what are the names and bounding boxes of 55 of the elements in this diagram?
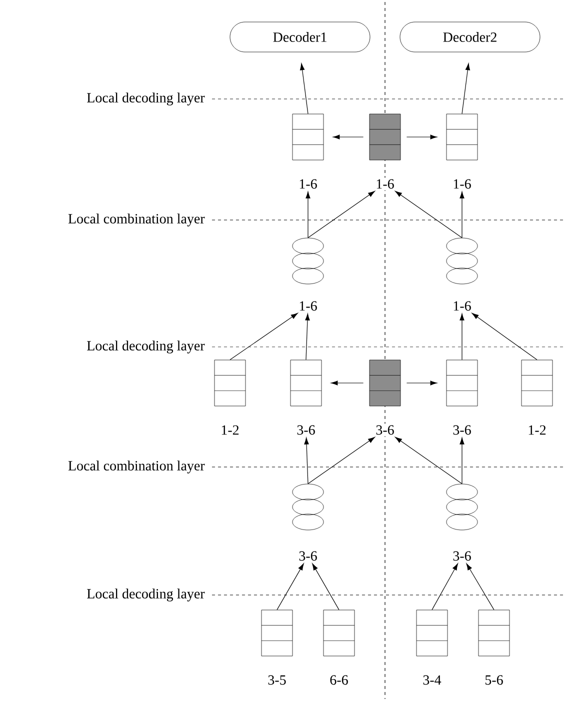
stack-box xyxy=(292,114,324,160)
layer-label: Local decoding layer xyxy=(87,92,205,106)
arrow xyxy=(306,192,310,238)
range-label: 1-6 xyxy=(451,300,473,312)
range-label: 3-6 xyxy=(295,424,317,436)
range-label: 6-6 xyxy=(330,675,348,685)
arrow xyxy=(395,190,462,238)
arrow xyxy=(308,190,375,238)
range-label: 3-6 xyxy=(451,424,473,436)
arrow xyxy=(462,63,470,114)
arrow xyxy=(460,438,464,484)
arrow xyxy=(432,563,458,610)
shaded-stack xyxy=(369,360,401,406)
arrow xyxy=(395,436,462,484)
range-label: 3-6 xyxy=(297,550,319,562)
arrow xyxy=(332,134,364,140)
ellipse-stack xyxy=(446,484,478,530)
decoder-box: Decoder2 xyxy=(400,22,540,52)
arrow xyxy=(305,314,310,360)
range-label: 3-6 xyxy=(451,550,473,562)
arrow xyxy=(406,380,438,386)
range-label: 3-6 xyxy=(374,424,396,436)
decoder-box: Decoder1 xyxy=(230,22,370,52)
layer-label: Local decoding layer xyxy=(87,340,205,354)
arrow xyxy=(276,563,304,610)
arrow xyxy=(406,134,438,140)
stack-box xyxy=(290,360,322,406)
arrow xyxy=(460,192,464,238)
arrow xyxy=(300,63,308,114)
range-label: 1-6 xyxy=(297,178,319,190)
shaded-stack xyxy=(369,114,401,160)
arrow xyxy=(460,314,464,360)
ellipse-stack xyxy=(292,484,324,530)
range-label: 1-6 xyxy=(451,178,473,190)
arrow xyxy=(330,380,364,386)
layer-label: Local combination layer xyxy=(68,214,205,226)
layer-label: Local decoding layer xyxy=(87,588,205,602)
range-label: 3-4 xyxy=(423,675,442,685)
arrow xyxy=(466,563,494,610)
arrow xyxy=(230,312,298,360)
layer-label: Local combination layer xyxy=(68,460,205,474)
arrow xyxy=(304,438,309,484)
ellipse-stack xyxy=(292,238,324,284)
range-label: 5-6 xyxy=(486,675,503,685)
range-label: 1-2 xyxy=(222,425,239,435)
stack-box xyxy=(446,360,478,406)
range-label: 1-6 xyxy=(297,300,319,312)
arrow xyxy=(472,312,538,360)
ellipse-stack xyxy=(446,238,478,284)
arrow xyxy=(312,563,340,610)
arrow xyxy=(308,436,375,484)
range-label: 1-6 xyxy=(374,178,396,190)
stack-box xyxy=(446,114,478,160)
range-label: 1-2 xyxy=(528,425,546,435)
range-label: 3-5 xyxy=(268,675,286,685)
